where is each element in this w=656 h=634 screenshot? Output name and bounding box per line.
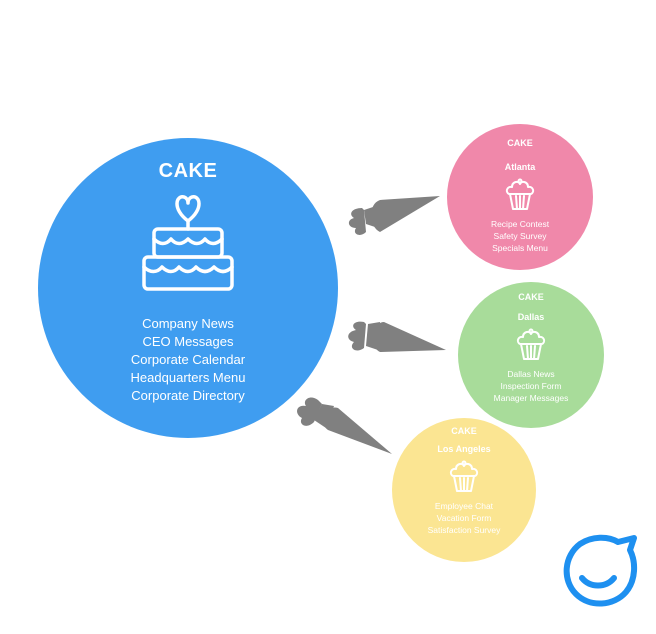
atlanta-subtitle: Atlanta bbox=[504, 162, 536, 172]
atlanta-title: CAKE bbox=[507, 138, 533, 148]
dallas-title: CAKE bbox=[518, 292, 544, 302]
main-item[interactable]: Corporate Directory bbox=[131, 388, 245, 403]
losangeles-item[interactable]: Vacation Form bbox=[436, 513, 492, 523]
losangeles-item[interactable]: Employee Chat bbox=[434, 501, 494, 511]
dallas-subtitle: Dallas bbox=[517, 312, 545, 322]
atlanta-item[interactable]: Recipe Contest bbox=[490, 219, 550, 229]
losangeles-title: CAKE bbox=[451, 426, 477, 436]
losangeles-subtitle: Los Angeles bbox=[437, 444, 491, 454]
atlanta-item-list: Recipe Contest Safety Survey Specials Me… bbox=[491, 218, 549, 254]
smiley-logo-icon bbox=[563, 534, 638, 607]
cupcake-icon bbox=[449, 460, 479, 492]
atlanta-circle: CAKE Atlanta Recipe Contest Safety Surve… bbox=[447, 124, 593, 270]
piping-bag-icon bbox=[348, 196, 440, 235]
losangeles-item-list: Employee Chat Vacation Form Satisfaction… bbox=[428, 500, 501, 536]
piping-bag-icon bbox=[348, 321, 446, 352]
dallas-circle: CAKE Dallas Dallas News Inspection Form … bbox=[458, 282, 604, 428]
atlanta-item[interactable]: Specials Menu bbox=[492, 243, 548, 253]
dallas-item-list: Dallas News Inspection Form Manager Mess… bbox=[494, 368, 569, 404]
losangeles-circle: CAKE Los Angeles Employee Chat Vacation … bbox=[392, 418, 536, 562]
dallas-item[interactable]: Dallas News bbox=[507, 369, 555, 379]
cupcake-icon bbox=[505, 178, 535, 210]
losangeles-item[interactable]: Satisfaction Survey bbox=[427, 525, 501, 535]
main-item-list: Company News CEO Messages Corporate Cale… bbox=[131, 315, 246, 405]
layer-cake-icon bbox=[142, 195, 234, 291]
main-item[interactable]: Corporate Calendar bbox=[130, 352, 246, 367]
main-item[interactable]: Company News bbox=[142, 316, 234, 331]
main-item[interactable]: CEO Messages bbox=[142, 334, 234, 349]
main-title: CAKE bbox=[158, 160, 218, 182]
piping-bag-icon bbox=[297, 397, 392, 454]
dallas-item[interactable]: Inspection Form bbox=[500, 381, 562, 391]
atlanta-item[interactable]: Safety Survey bbox=[493, 231, 547, 241]
cupcake-icon bbox=[516, 328, 546, 360]
dallas-item[interactable]: Manager Messages bbox=[493, 393, 569, 403]
main-hub-circle: CAKE Company News CEO Messages Corporate… bbox=[38, 138, 338, 438]
main-item[interactable]: Headquarters Menu bbox=[130, 370, 246, 385]
